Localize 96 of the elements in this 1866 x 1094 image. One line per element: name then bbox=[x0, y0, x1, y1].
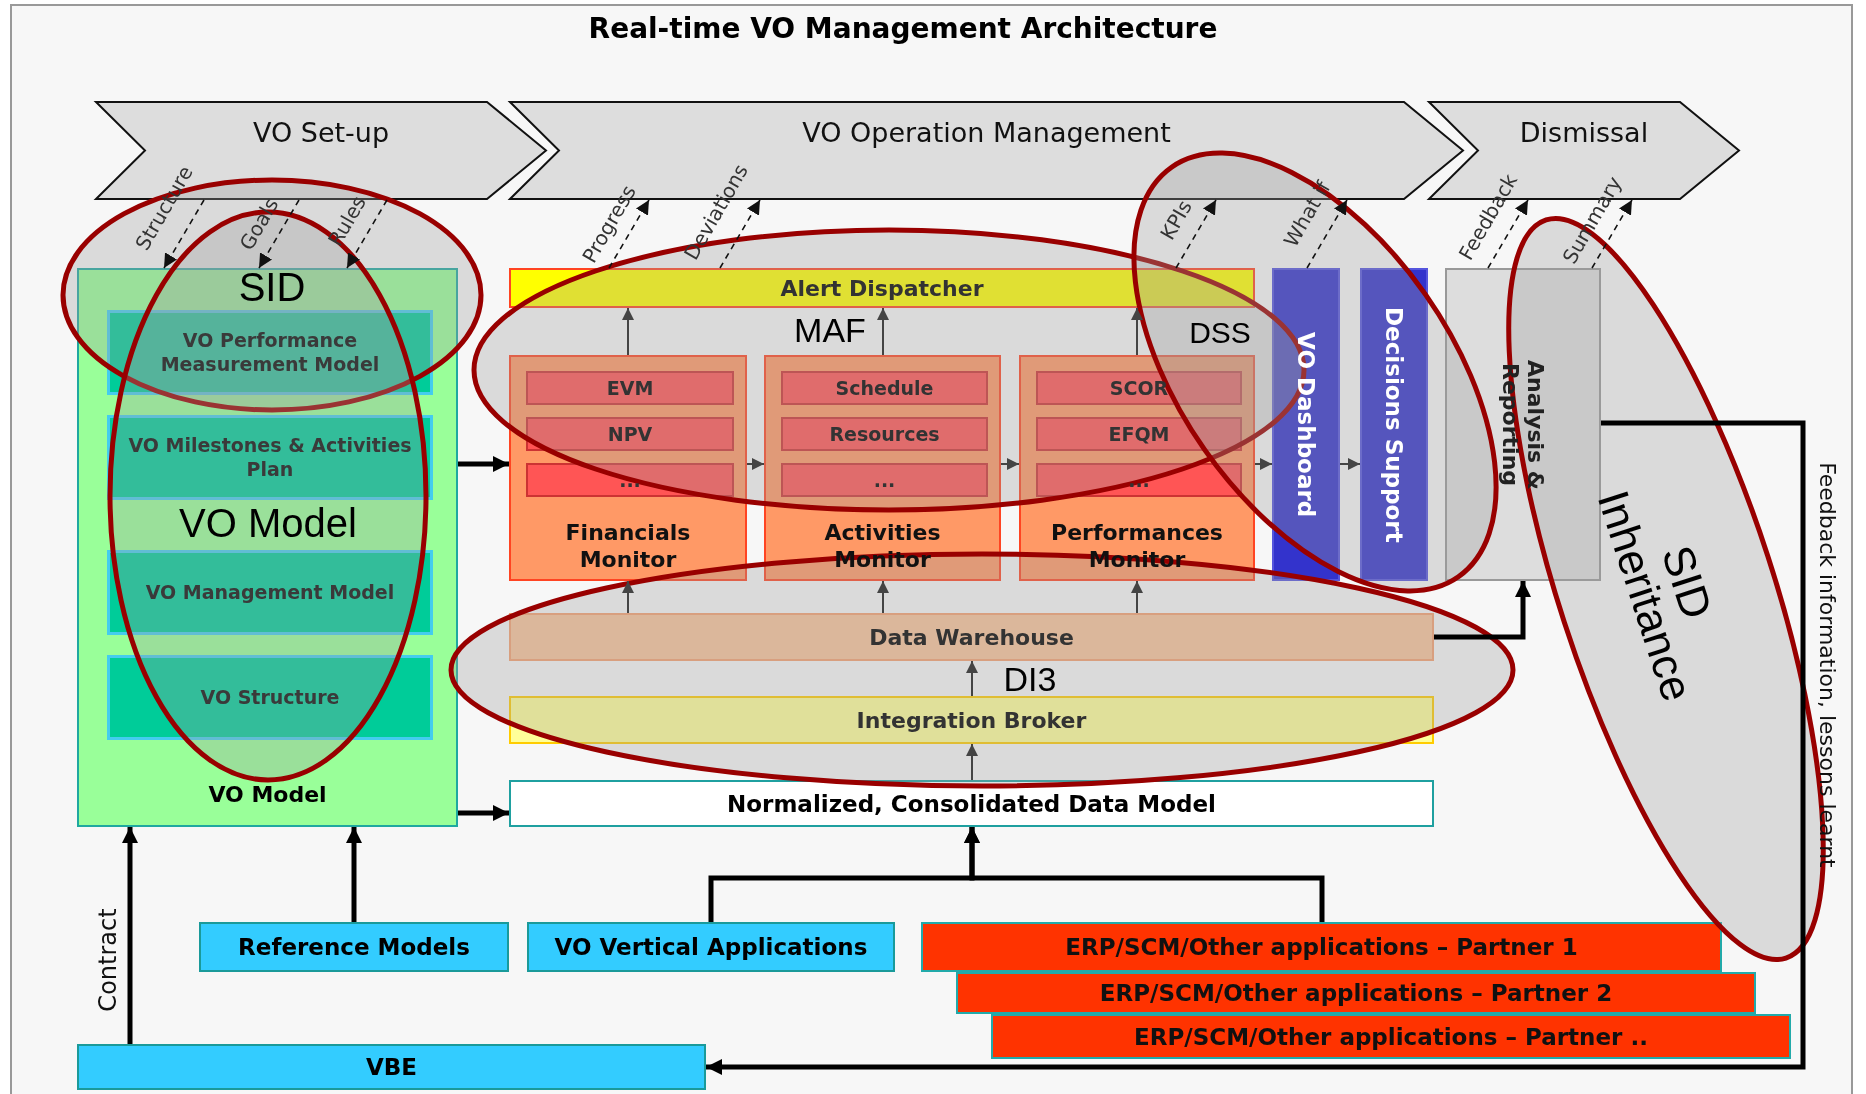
component-label: ERP/SCM/Other applications – Partner 1 bbox=[1065, 934, 1578, 960]
component-box bbox=[1360, 268, 1428, 581]
component-label: NPV bbox=[607, 423, 653, 445]
method-box bbox=[526, 463, 734, 497]
component-label: VO Vertical Applications bbox=[554, 934, 868, 960]
dashed-arrow bbox=[1591, 199, 1633, 269]
component-label: VO Dashboard bbox=[1293, 331, 1319, 518]
phase-label: VO Set-up bbox=[252, 117, 390, 148]
component-label: Normalized, Consolidated Data Model bbox=[727, 790, 1216, 817]
diagram-title: Real-time VO Management Architecture bbox=[587, 12, 1219, 45]
monitor-box bbox=[1019, 355, 1255, 581]
edge-label: Feedback information, lessons learnt bbox=[1816, 462, 1838, 868]
model-box bbox=[107, 655, 433, 740]
arrow bbox=[877, 307, 889, 356]
partner-app-bar bbox=[991, 1014, 1791, 1059]
method-box bbox=[781, 463, 988, 497]
source-box bbox=[199, 922, 509, 972]
arrow bbox=[346, 827, 362, 922]
arrow bbox=[1000, 458, 1020, 470]
component-label: Alert Dispatcher bbox=[780, 275, 984, 301]
arrow bbox=[877, 580, 889, 614]
arrow bbox=[458, 805, 509, 821]
arrow bbox=[1434, 581, 1531, 640]
arrow bbox=[622, 580, 634, 614]
phase-label: VO Operation Management bbox=[802, 117, 1171, 148]
component-label: EFQM bbox=[1108, 423, 1170, 445]
arrow bbox=[746, 458, 765, 470]
method-box bbox=[781, 371, 988, 405]
arrow bbox=[966, 660, 978, 697]
method-box bbox=[526, 417, 734, 451]
method-box bbox=[1036, 463, 1242, 497]
component-label: Schedule bbox=[835, 377, 934, 399]
edge-label: Contract bbox=[96, 908, 120, 1012]
arrow bbox=[458, 456, 509, 472]
dashed-arrow bbox=[608, 199, 650, 269]
annotation-label: SID bbox=[238, 267, 306, 307]
component-label: ... bbox=[1128, 469, 1150, 491]
component-label: VO Performance Measurement Model bbox=[159, 328, 381, 377]
warehouse-bar bbox=[509, 613, 1434, 661]
component-label: Analysis & Reporting bbox=[1498, 358, 1548, 492]
dashed-arrow bbox=[258, 199, 300, 269]
annotation-label: DI3 bbox=[1003, 662, 1057, 696]
arrow bbox=[706, 420, 1806, 1075]
component-label: VBE bbox=[365, 1054, 417, 1080]
component-label: ERP/SCM/Other applications – Partner .. bbox=[1134, 1023, 1648, 1050]
dashed-arrow bbox=[1487, 199, 1529, 269]
method-box bbox=[1036, 371, 1242, 405]
partner-app-bar bbox=[921, 922, 1722, 972]
arrow bbox=[122, 827, 138, 1044]
arrow bbox=[966, 743, 978, 781]
arrow bbox=[622, 307, 634, 356]
annotation-label: DSS bbox=[1189, 318, 1251, 348]
data-model-bar bbox=[509, 780, 1434, 827]
phase-label: Dismissal bbox=[1519, 117, 1649, 148]
dashed-arrow bbox=[163, 199, 205, 269]
dashed-arrow bbox=[719, 199, 761, 269]
method-box bbox=[781, 417, 988, 451]
component-label: Reference Models bbox=[238, 934, 470, 960]
component-label: ... bbox=[619, 469, 641, 491]
arrow bbox=[1339, 458, 1361, 470]
component-label: VO Management Model bbox=[145, 580, 395, 605]
component-label: EVM bbox=[606, 377, 654, 399]
component-box bbox=[1272, 268, 1340, 581]
annotation-label: MAF bbox=[794, 313, 866, 347]
component-label: ... bbox=[873, 469, 896, 491]
component-label: SCOR bbox=[1109, 377, 1169, 399]
dashed-arrow bbox=[1306, 199, 1348, 269]
arrow bbox=[1131, 580, 1143, 614]
component-label: Decisions Support bbox=[1381, 306, 1407, 543]
monitor-box bbox=[764, 355, 1001, 581]
broker-bar bbox=[509, 696, 1434, 744]
model-box bbox=[107, 550, 433, 635]
arrow bbox=[1131, 307, 1143, 356]
component-label: Resources bbox=[829, 423, 940, 445]
model-box bbox=[107, 415, 433, 500]
component-label: Financials Monitor bbox=[564, 520, 692, 573]
model-box bbox=[107, 310, 433, 395]
monitor-box bbox=[509, 355, 747, 581]
component-label: ERP/SCM/Other applications – Partner 2 bbox=[1099, 980, 1613, 1006]
component-label: VO Structure bbox=[200, 685, 340, 710]
method-box bbox=[1036, 417, 1242, 451]
source-box bbox=[77, 1044, 706, 1090]
source-box bbox=[527, 922, 895, 972]
arrow bbox=[1254, 458, 1273, 470]
dispatcher-bar bbox=[509, 268, 1255, 308]
component-label: Data Warehouse bbox=[869, 624, 1074, 650]
model-panel bbox=[77, 268, 458, 827]
component-label: VO Milestones & Activities Plan bbox=[127, 433, 413, 482]
method-box bbox=[526, 371, 734, 405]
component-label: VO Model bbox=[208, 782, 327, 807]
dashed-arrow bbox=[346, 199, 388, 269]
arrow bbox=[964, 827, 1325, 922]
component-label: Integration Broker bbox=[856, 707, 1087, 733]
dashed-arrow bbox=[1175, 199, 1217, 269]
partner-app-bar bbox=[956, 972, 1756, 1014]
annotation-label: VO Model bbox=[179, 503, 357, 543]
